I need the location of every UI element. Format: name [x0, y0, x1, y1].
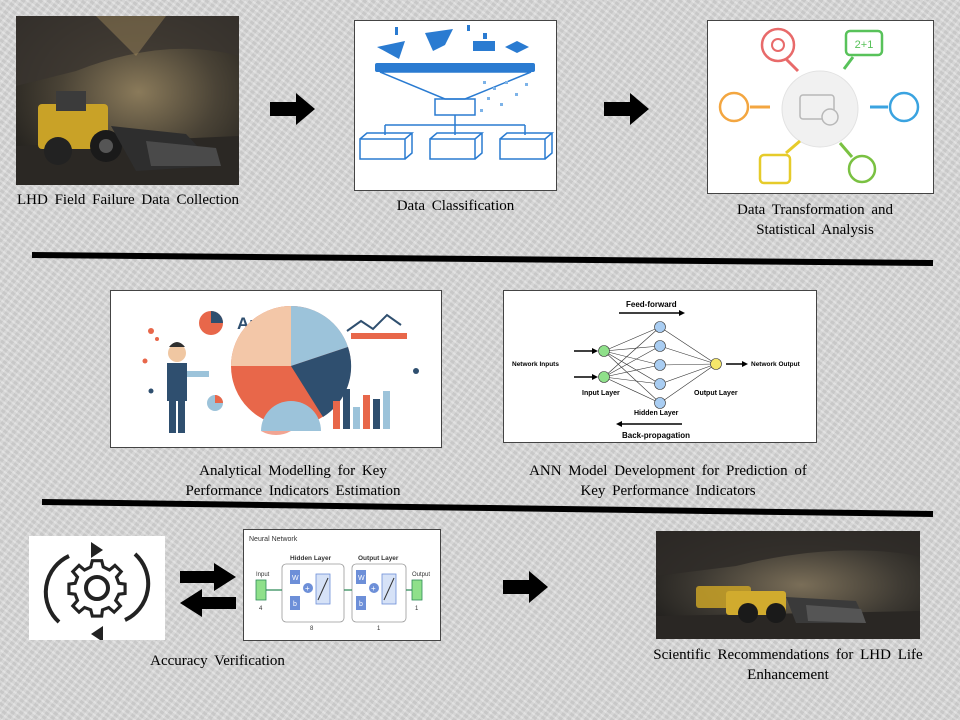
data-transformation-panel: 2+1	[707, 20, 934, 194]
caption-ann-development: ANN Model Development for Prediction of …	[520, 461, 816, 501]
nn-output-label: Output	[412, 572, 430, 578]
caption-line: Analytical Modelling for Key	[199, 463, 387, 479]
nn-hidden-label: Hidden Layer	[290, 555, 332, 562]
feed-forward-label: Feed-forward	[626, 300, 677, 309]
exchange-arrows-icon	[180, 563, 236, 617]
caption-line: ANN Model Development for Prediction of	[529, 463, 807, 479]
nn-input-count: 4	[259, 606, 263, 612]
caption-line: Enhancement	[747, 667, 829, 683]
lhd-mine-photo	[16, 16, 239, 185]
caption-data-transformation: Data Transformation and Statistical Anal…	[690, 200, 940, 240]
network-inputs-label: Network Inputs	[512, 361, 559, 368]
nn-input-label: Input	[256, 572, 270, 578]
output-layer-label: Output Layer	[694, 390, 738, 397]
network-output-label: Network Output	[751, 361, 801, 368]
section-divider	[31, 252, 934, 266]
nn-w-label: W	[292, 575, 299, 582]
neural-network-panel: Neural Network Hidden Layer Output Layer…	[243, 529, 441, 641]
caption-line: Statistical Analysis	[756, 222, 874, 238]
back-propagation-label: Back-propagation	[622, 431, 690, 440]
accuracy-gear-icon	[29, 536, 165, 640]
section-divider	[41, 499, 934, 517]
nn-b-label: b	[359, 601, 363, 608]
nn-plus-label: +	[305, 584, 310, 593]
nn-output-count: 1	[415, 606, 419, 612]
nn-output-layer-label: Output Layer	[358, 555, 399, 562]
nn-hidden-count: 8	[310, 626, 314, 632]
nn-output-layer-count: 1	[377, 626, 381, 632]
right-arrow-icon	[604, 93, 649, 125]
right-arrow-icon	[270, 93, 315, 125]
data-classification-panel	[354, 20, 557, 191]
input-layer-label: Input Layer	[582, 390, 620, 397]
ann-diagram-panel: Feed-forward Network Inputs Network Outp…	[503, 290, 817, 443]
right-arrow-icon	[503, 571, 548, 603]
hidden-layer-label: Hidden Layer	[634, 410, 679, 417]
caption-analytical-modelling: Analytical Modelling for Key Performance…	[160, 461, 426, 501]
caption-accuracy-verification: Accuracy Verification	[150, 653, 285, 669]
nn-title: Neural Network	[249, 536, 298, 543]
analysis-illustration-panel: Analysis	[110, 290, 442, 448]
caption-recommendations: Scientific Recommendations for LHD Life …	[640, 645, 936, 685]
caption-line: Scientific Recommendations for LHD Life	[653, 647, 923, 663]
nn-w-label: W	[358, 575, 365, 582]
caption-line: Key Performance Indicators	[580, 483, 756, 499]
lhd-recommendation-photo	[656, 531, 920, 639]
nn-plus-label: +	[371, 584, 376, 593]
nn-b-label: b	[293, 601, 297, 608]
caption-data-classification: Data Classification	[396, 198, 515, 214]
caption-data-collection: LHD Field Failure Data Collection	[17, 192, 239, 208]
caption-line: Performance Indicators Estimation	[185, 483, 401, 499]
caption-line: Data Transformation and	[737, 202, 893, 218]
badge-text: 2+1	[855, 39, 874, 51]
